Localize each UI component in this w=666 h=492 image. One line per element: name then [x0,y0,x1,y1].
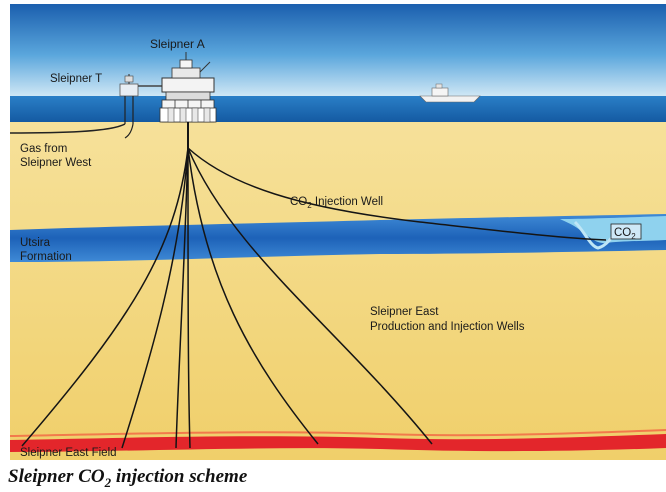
label-sleipner-t: Sleipner T [50,73,102,85]
sleipner-diagram: Sleipner A Sleipner T Gas from Sleipner … [9,4,666,460]
label-formation: Formation [20,251,72,263]
ship-icon [419,83,481,103]
sleipner-east-field [10,434,666,452]
wells [21,122,607,449]
label-sleipner-west: Sleipner West [20,157,92,169]
co2-injection-well [187,147,607,241]
figure-caption: Sleipner CO2 injection scheme [8,466,248,490]
production-well [187,147,191,449]
sea-layer [10,96,666,122]
production-well [121,147,189,449]
sleipner-t-platform [119,74,162,124]
label-co2-injection-well: CO2 Injection Well [290,196,383,210]
label-sleipner-east: Sleipner East [370,306,439,318]
label-utsira: Utsira [20,237,51,249]
production-well [21,147,189,447]
production-well [175,147,189,449]
label-gas-from: Gas from [20,143,67,155]
sky [10,4,666,96]
label-production-wells: Production and Injection Wells [370,321,525,333]
label-sleipner-east-field: Sleipner East Field [20,447,117,459]
sediment-layer [10,122,666,460]
label-sleipner-a: Sleipner A [150,37,205,51]
co2-label-box [610,223,642,240]
production-well [187,147,319,445]
production-well [187,147,433,445]
sleipner-a-platform [159,52,217,123]
gas-pipeline [9,123,126,134]
label-co2-plume: CO2 [614,227,636,241]
